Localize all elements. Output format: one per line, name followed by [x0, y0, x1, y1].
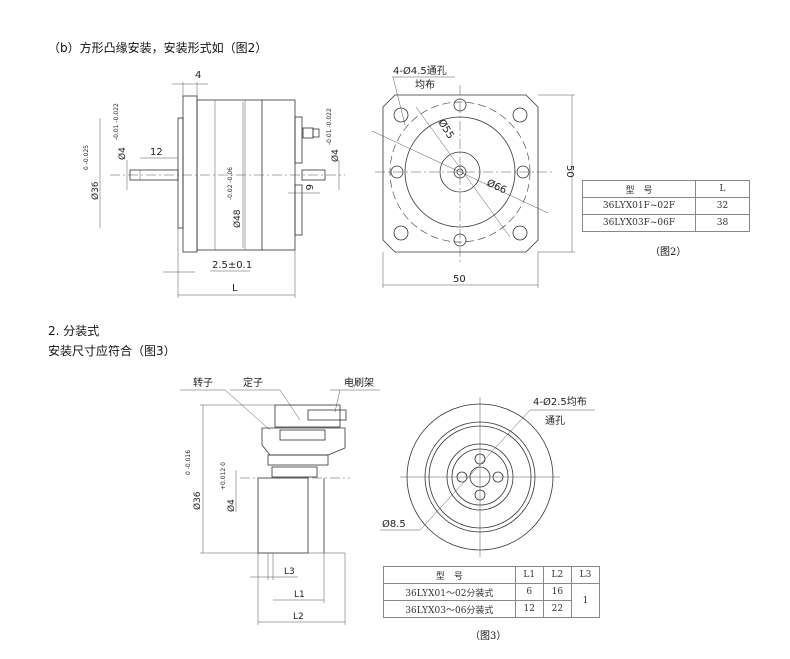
table-row: 36LYX03F~06F 38: [582, 214, 750, 232]
dim-L2: L2: [293, 612, 304, 622]
table-header: 型 号: [582, 180, 696, 198]
hole-note: 4-Ø4.5通孔: [393, 65, 447, 77]
dim-body-dia: Ø36: [90, 181, 101, 200]
dim-flange: 4: [195, 70, 201, 81]
label-rotor: 转子: [193, 376, 213, 389]
tol-body-dia: 0 -0.025: [83, 145, 90, 170]
table-cell: 32: [695, 197, 750, 215]
table-cell: 22: [542, 600, 572, 618]
dim-boss: 2.5±0.1: [212, 260, 252, 271]
table-header: 型 号: [383, 566, 516, 584]
table-cell: 36LYX01～02分装式: [383, 583, 516, 601]
table-header-row: 型 号 L1 L2 L3: [383, 566, 601, 584]
table-header-row: 型 号 L: [582, 180, 750, 198]
dim-shaft-dia-right: Ø4: [330, 149, 341, 162]
fig3-side-view: 转子 定子 电刷架 Ø36 0 -0.016 Ø4 +0.012 0 L3: [180, 376, 380, 625]
section-2-heading: 2. 分装式: [48, 324, 100, 338]
fig2-front-view: Ø55 Ø66 4-Ø4.5通孔 均布 50 50: [371, 65, 575, 288]
hole-note-2: 均布: [415, 79, 435, 91]
table-header: L1: [514, 566, 544, 584]
fig2-table: 型 号 L 36LYX01F~02F 32 36LYX03F~06F 38: [582, 180, 750, 232]
dim-shaft-len: 12: [150, 147, 163, 158]
table-row: 36LYX01～02分装式 6 16 1: [383, 583, 601, 618]
table-cell: 6: [514, 583, 544, 601]
tol-dia36: 0 -0.016: [185, 450, 192, 475]
label-stator: 定子: [243, 376, 263, 389]
tol-shaft-left: -0.01 -0.022: [113, 103, 120, 140]
fig3-table: 型 号 L1 L2 L3 36LYX01～02分装式 6 16 1 36LYX0…: [383, 566, 601, 618]
table-cell: 36LYX01F~02F: [582, 197, 696, 215]
table-cell: 16: [542, 583, 572, 601]
tol-shaft-right: -0.01 -0.022: [326, 108, 333, 145]
table-header: L2: [542, 566, 572, 584]
dim-shaft-dia-left: Ø4: [117, 147, 128, 160]
dim-L1: L1: [294, 590, 305, 600]
section-2-subheading: 安装尺寸应符合（图3）: [48, 344, 176, 358]
dim-dia85: Ø8.5: [382, 518, 406, 530]
tol-dia48: -0.02 -0.06: [227, 167, 234, 200]
table-header: L3: [570, 566, 601, 584]
dim-L3: L3: [284, 567, 295, 577]
dim-dia66: Ø66: [485, 177, 509, 197]
table-row: 36LYX01F~02F 32: [582, 197, 750, 215]
fig2-side-view: 4 12 Ø36 0 -0.025 Ø4 -0.01 -0.022 Ø48 -0…: [83, 70, 345, 298]
dim-dia4: Ø4: [226, 499, 237, 512]
dim-length: L: [232, 283, 238, 294]
dim-height: 50: [564, 165, 575, 178]
table-header: L: [695, 180, 750, 198]
dim-dia36: Ø36: [192, 491, 203, 510]
table-cell: 38: [695, 214, 750, 232]
table-cell: 1: [570, 583, 601, 618]
tol-dia4: +0.012 0: [220, 462, 227, 490]
fig3-front-view: 4-Ø2.5均布 通孔 Ø8.5: [380, 396, 595, 557]
dim-width: 50: [453, 274, 466, 285]
label-brush-holder: 电刷架: [344, 376, 374, 389]
table-row: 36LYX03～06分装式 12 22: [383, 600, 600, 618]
section-b-heading: （b）方形凸缘安装，安装形式如（图2）: [48, 41, 268, 55]
dim-rear-shaft: 6: [303, 184, 314, 190]
hole-note-fig3: 4-Ø2.5均布: [533, 396, 587, 408]
table-cell: 36LYX03～06分装式: [383, 600, 516, 618]
table-cell: 12: [514, 600, 544, 618]
table-cell: 36LYX03F~06F: [582, 214, 696, 232]
fig2-caption: （图2）: [650, 247, 687, 258]
hole-note-fig3-2: 通孔: [545, 415, 565, 427]
dim-dia48: Ø48: [232, 209, 243, 228]
dim-dia55: Ø55: [435, 117, 456, 141]
fig3-caption: （图3）: [470, 631, 507, 642]
